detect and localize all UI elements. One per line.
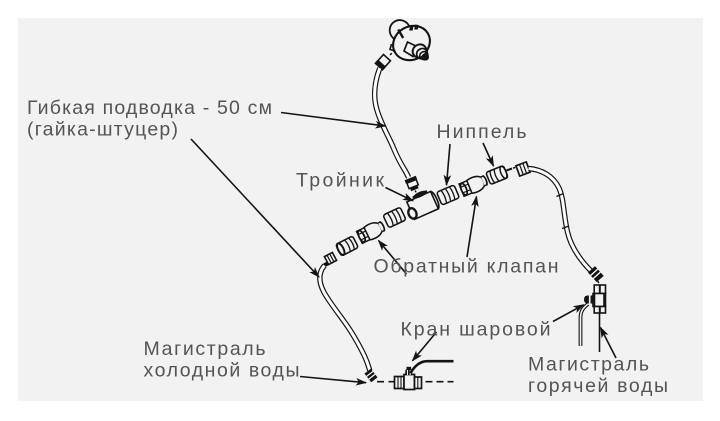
- svg-text:холодной воды: холодной воды: [144, 360, 300, 382]
- svg-text:Ниппель: Ниппель: [437, 121, 527, 143]
- svg-text:(гайка-штуцер): (гайка-штуцер): [27, 119, 178, 141]
- svg-text:Обратный клапан: Обратный клапан: [374, 255, 559, 277]
- svg-text:Магистраль: Магистраль: [528, 354, 649, 376]
- svg-text:Магистраль: Магистраль: [144, 338, 266, 360]
- svg-text:Тройник: Тройник: [296, 169, 384, 191]
- svg-text:Гибкая подводка - 50 см: Гибкая подводка - 50 см: [27, 97, 272, 119]
- svg-text:горячей воды: горячей воды: [528, 375, 668, 397]
